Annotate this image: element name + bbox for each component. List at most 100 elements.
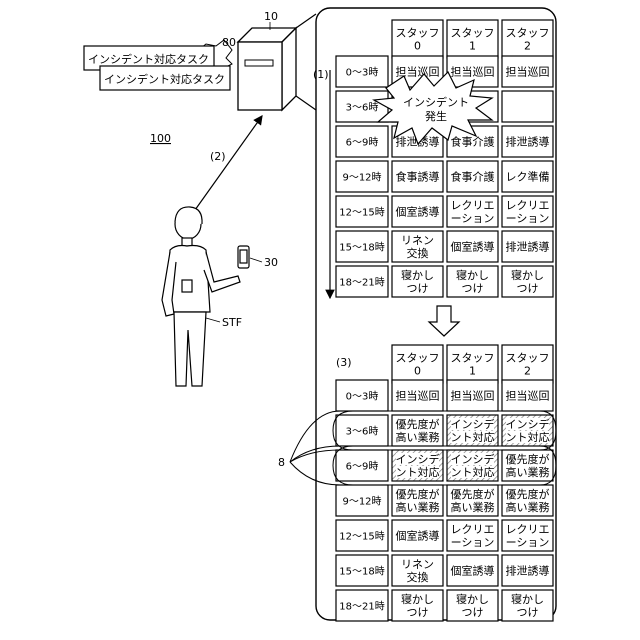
task-cell-text: 個室誘導 [451, 564, 495, 578]
task-cell-text: 担当巡回 [396, 389, 440, 403]
task-cell-text: 交換 [407, 246, 429, 260]
task-label-back: インシデント対応タスク [88, 52, 209, 66]
task-cell-text: リネン [401, 234, 434, 247]
task-cell-text: 個室誘導 [396, 205, 440, 219]
task-cell-text: つけ [517, 606, 539, 619]
staff-header-text: 1 [469, 40, 476, 53]
callout-line-bottom [296, 96, 316, 110]
task-cell-text: 寝かし [456, 592, 489, 606]
task-cell [502, 91, 553, 122]
task-cell-text: 担当巡回 [506, 389, 550, 403]
staff-header-text: 1 [469, 365, 476, 378]
task-cell-text: 排泄誘導 [506, 240, 550, 254]
task-cell-text: つけ [462, 282, 484, 295]
task-cell-text: レクリエ [506, 523, 550, 536]
time-slot-label: 15～18時 [339, 566, 384, 578]
task-cell-text: リネン [401, 558, 434, 571]
task-cell-text: 食事介護 [451, 135, 495, 149]
server-number: 10 [264, 10, 278, 23]
time-slot-label: 9～12時 [342, 496, 381, 508]
staff-header-text: スタッフ [506, 27, 550, 40]
task-cell-text: ント対応 [451, 465, 495, 479]
task-cell-text: インシデ [451, 417, 495, 431]
staff-header-text: スタッフ [451, 352, 495, 365]
task-cell-text: ント対応 [506, 430, 550, 444]
time-slot-label: 9～12時 [342, 172, 381, 184]
task-cell-text: ーション [506, 536, 550, 549]
incident-burst-line1: インシデント [403, 95, 469, 109]
time-slot-label: 12～15時 [339, 531, 384, 543]
system-number: 100 [150, 132, 171, 145]
task-cell-text: レクリエ [451, 523, 495, 536]
task-cell-text: インシデ [396, 452, 440, 466]
task-stack-number: 80 [222, 36, 236, 49]
task-cell-text: 食事介護 [451, 170, 495, 184]
task-cell-text: 寝かし [401, 592, 434, 606]
task-cell-text: 高い業務 [506, 500, 550, 514]
task-cell-text: ーション [506, 212, 550, 225]
task-cell-text: レクリエ [451, 199, 495, 212]
task-cell-text: レクリエ [506, 199, 550, 212]
task-cell-text: つけ [462, 606, 484, 619]
task-cell-text: 優先度が [451, 487, 495, 501]
task-cell-text: 交換 [407, 570, 429, 584]
task-cell-text: つけ [407, 282, 429, 295]
task-cell-text: 寝かし [511, 268, 544, 282]
staff-header-text: スタッフ [451, 27, 495, 40]
step1-label: (1) [313, 68, 329, 81]
time-slot-label: 6～9時 [346, 137, 379, 149]
task-cell-text: 担当巡回 [451, 389, 495, 403]
time-slot-label: 18～21時 [339, 277, 384, 289]
task-cell-text: 寝かし [401, 268, 434, 282]
time-slot-label: 0～3時 [346, 391, 379, 403]
staff-header-text: 2 [524, 365, 531, 378]
task-cell-text: 優先度が [396, 417, 440, 431]
task-cell-text: ーション [451, 536, 495, 549]
task-cell-text: インシデ [506, 417, 550, 431]
staff-leader [206, 318, 220, 322]
task-cell-text: 排泄誘導 [506, 135, 550, 149]
task-cell-text: つけ [407, 606, 429, 619]
task-cell-text: 寝かし [511, 592, 544, 606]
task-cell-text: 高い業務 [396, 500, 440, 514]
step3-label: (3) [336, 356, 352, 369]
report-arrow [195, 116, 262, 210]
task-cell-text: 優先度が [396, 487, 440, 501]
task-cell-text: ーション [451, 212, 495, 225]
staff-label: STF [222, 316, 242, 329]
task-stack: インシデント対応タスク インシデント対応タスク [84, 40, 232, 90]
task-cell-text: 排泄誘導 [506, 564, 550, 578]
callout-line-top [296, 14, 316, 28]
staff-figure [162, 207, 249, 386]
task-cell-text: ント対応 [396, 465, 440, 479]
task-cell-text: レク準備 [506, 170, 550, 184]
task-cell-text: 優先度が [506, 487, 550, 501]
terminal-number: 30 [264, 256, 278, 269]
task-cell-text: 高い業務 [396, 430, 440, 444]
time-slot-label: 12～15時 [339, 207, 384, 219]
time-slot-label: 0～3時 [346, 67, 379, 79]
task-cell-text: つけ [517, 282, 539, 295]
server-icon [238, 28, 296, 110]
staff-header-text: スタッフ [396, 352, 440, 365]
time-slot-label: 6～9時 [346, 461, 379, 473]
task-cell-text: 個室誘導 [451, 240, 495, 254]
time-slot-label: 3～6時 [346, 426, 379, 438]
highlight-number: 8 [278, 456, 285, 469]
task-cell-text: インシデ [451, 452, 495, 466]
task-cell-text: 担当巡回 [506, 65, 550, 79]
incident-burst-line2: 発生 [425, 109, 447, 123]
task-label-front: インシデント対応タスク [104, 72, 225, 86]
task-cell-text: 担当巡回 [451, 65, 495, 79]
time-slot-label: 15～18時 [339, 242, 384, 254]
staff-header-text: スタッフ [396, 27, 440, 40]
task-cell-text: 優先度が [506, 452, 550, 466]
task-cell-text: 高い業務 [451, 500, 495, 514]
staff-header-text: 0 [414, 40, 421, 53]
task-cell-text: 高い業務 [506, 465, 550, 479]
staff-header-text: 0 [414, 365, 421, 378]
task-cell-text: ント対応 [451, 430, 495, 444]
staff-header-text: スタッフ [506, 352, 550, 365]
terminal-leader [250, 258, 262, 262]
